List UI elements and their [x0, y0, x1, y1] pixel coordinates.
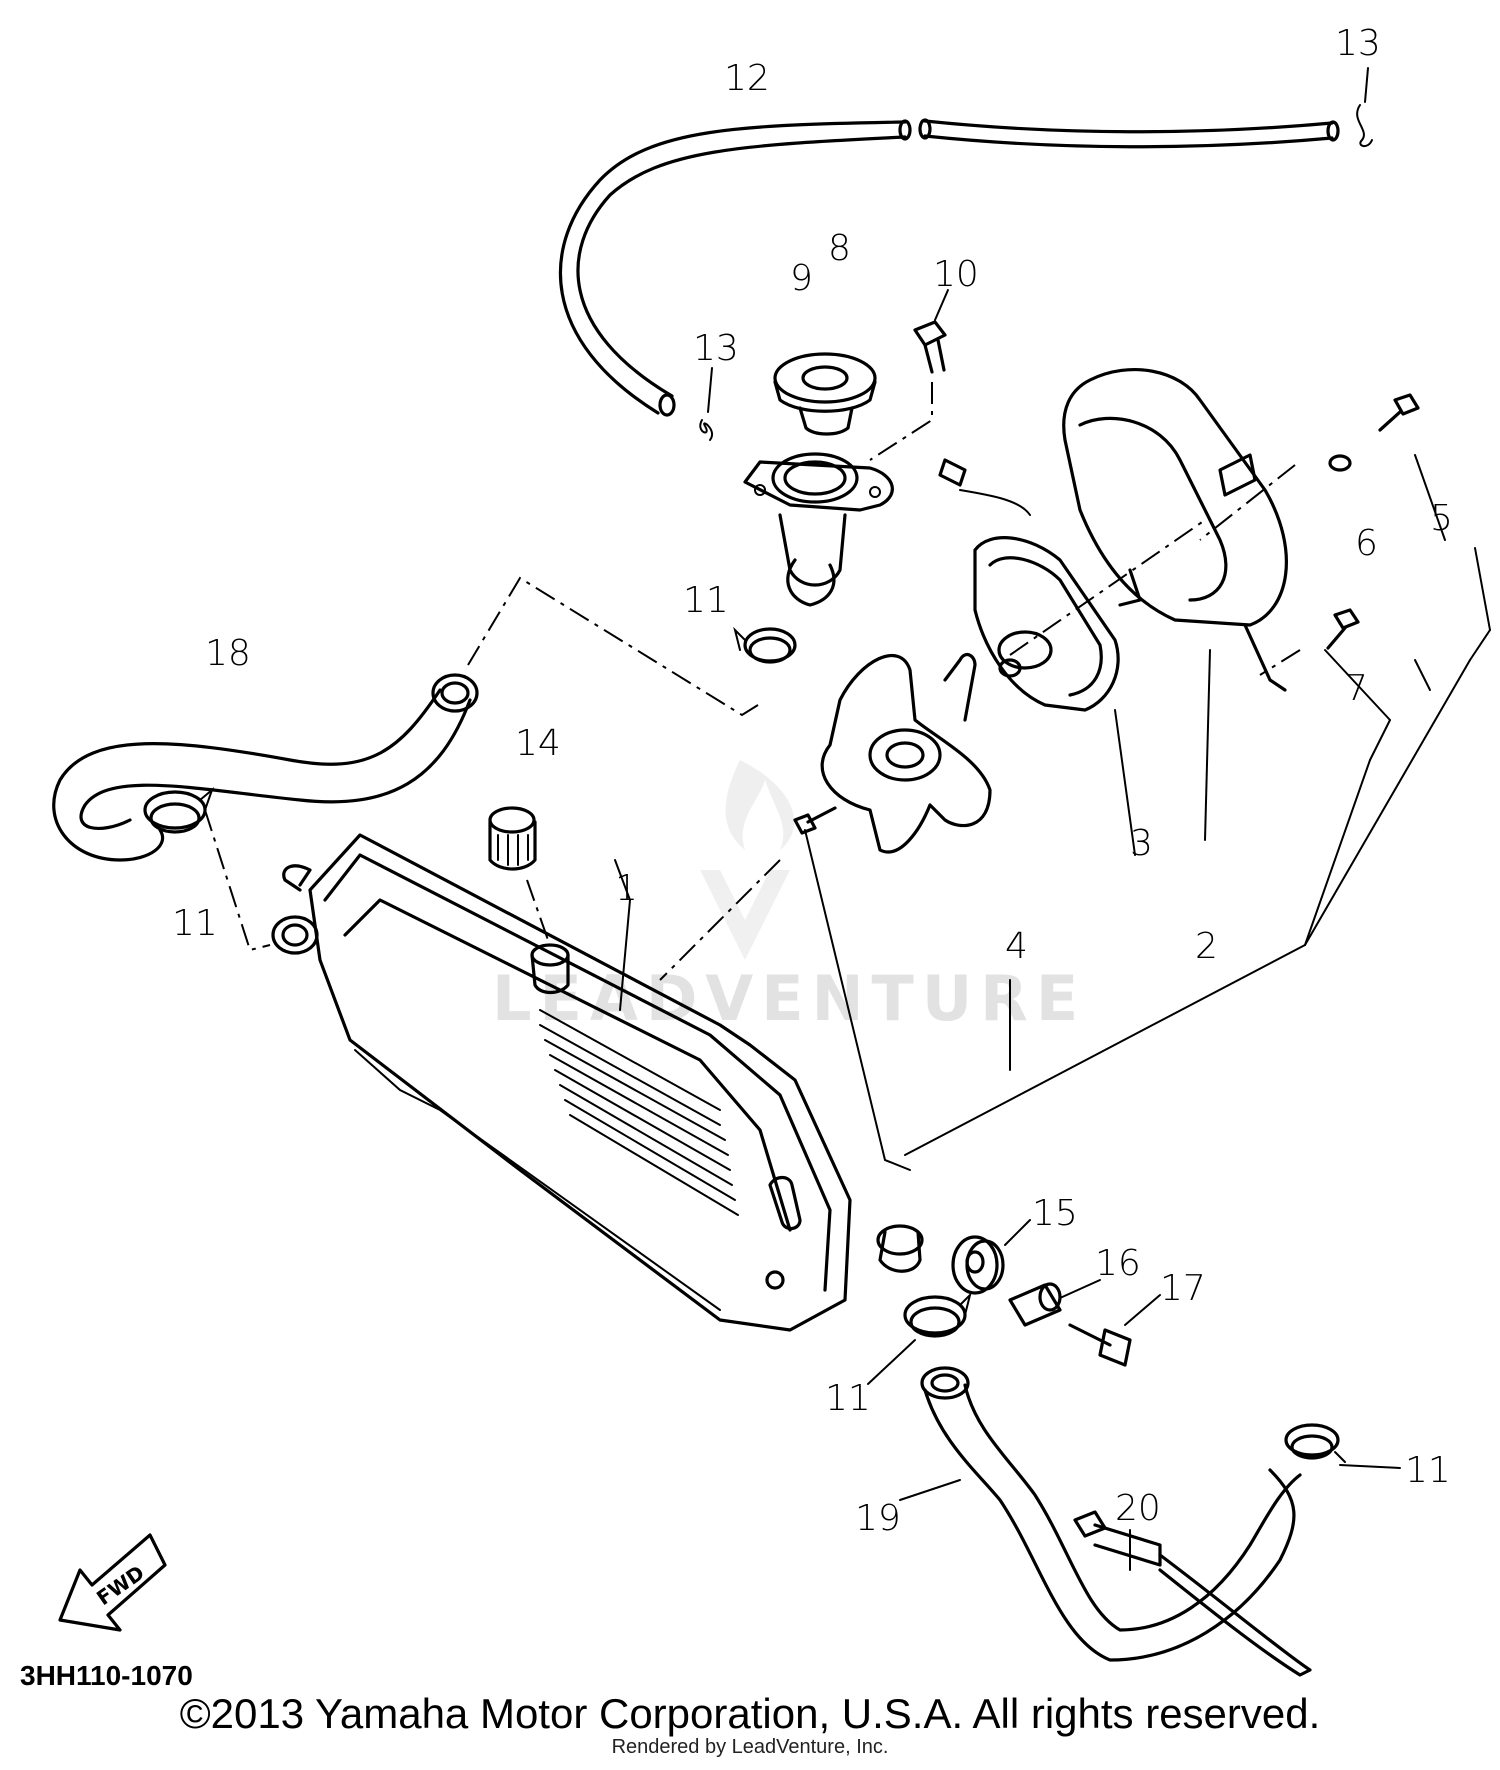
watermark-logo — [700, 760, 795, 960]
rendered-by-credit: Rendered by LeadVenture, Inc. — [611, 1736, 889, 1758]
callout-14: 14 — [515, 723, 561, 764]
part-10-bolt — [913, 289, 949, 374]
callout-7: 7 — [1345, 668, 1368, 709]
copyright-notice: ©2013 Yamaha Motor Corporation, U.S.A. A… — [179, 1690, 1321, 1737]
callout-15: 15 — [1032, 1193, 1078, 1234]
dash-left-clamp — [204, 809, 271, 952]
part-15-grommet — [951, 1235, 1005, 1295]
dash-shroud — [1199, 464, 1296, 541]
dash-upper-hose — [467, 576, 759, 717]
radiator-fins — [539, 1009, 739, 1216]
callout-13-left: 13 — [693, 328, 739, 369]
part-7-bolt — [1326, 608, 1360, 650]
callout-9: 9 — [790, 258, 813, 299]
part-11-clamp-lower — [903, 1291, 972, 1338]
part-fan-screw — [793, 806, 837, 835]
callout-12: 12 — [724, 58, 770, 99]
part-16-collar — [1008, 1282, 1062, 1327]
callout-11-upper: 11 — [683, 580, 729, 621]
callout-20: 20 — [1115, 1488, 1161, 1529]
fwd-arrow-icon: FWD — [58, 1533, 167, 1632]
part-13-clip-left — [699, 367, 713, 441]
callout-5: 5 — [1430, 498, 1453, 539]
part-18-upper-hose — [52, 673, 479, 862]
part-12-hose — [559, 118, 1340, 417]
part-19-lower-hose — [920, 1366, 1302, 1662]
part-2-fan-shroud — [1062, 368, 1288, 692]
part-4-fan-blade — [820, 652, 992, 854]
part-6-washer — [1328, 454, 1352, 472]
leader-1 — [614, 859, 632, 1011]
callout-6: 6 — [1355, 523, 1378, 564]
callout-3: 3 — [1130, 823, 1153, 864]
part-8-filler-neck — [743, 452, 894, 607]
callout-17: 17 — [1160, 1268, 1206, 1309]
leader-lines-15-17 — [867, 1219, 1401, 1571]
callout-11-lower: 11 — [825, 1378, 871, 1419]
callout-11-right: 11 — [1405, 1450, 1451, 1491]
callout-1: 1 — [615, 868, 638, 909]
part-3-fan-motor — [938, 458, 1120, 712]
part-17-bolt — [1068, 1323, 1132, 1367]
callout-4: 4 — [1005, 926, 1028, 967]
part-14-grommet — [488, 806, 570, 995]
callout-2: 2 — [1195, 926, 1218, 967]
part-5-screw — [1378, 393, 1420, 432]
part-11-clamp-upper — [733, 626, 797, 664]
leader-lines-fan-assembly — [804, 454, 1491, 1171]
dash-grommet — [526, 879, 549, 941]
callout-8: 8 — [828, 228, 851, 269]
dash-radiator — [659, 859, 781, 981]
leader-10 — [869, 382, 933, 461]
part-1-radiator — [271, 833, 924, 1332]
part-9-radiator-cap — [773, 352, 877, 436]
callout-13-top: 13 — [1335, 23, 1381, 64]
dash-bolt — [1259, 649, 1301, 676]
callout-16: 16 — [1095, 1243, 1141, 1284]
part-11-clamp-right — [1284, 1423, 1346, 1463]
callout-18: 18 — [205, 633, 251, 674]
watermark-text: LEADVENTURE — [492, 962, 1086, 1035]
figure-code: 3HH110-1070 — [20, 1660, 193, 1691]
part-13-clip-top — [1356, 67, 1373, 147]
part-11-clamp-left — [143, 786, 215, 834]
callout-10: 10 — [933, 254, 979, 295]
part-20-cable-tie — [1073, 1510, 1312, 1677]
callout-11-left: 11 — [172, 903, 218, 944]
callout-19: 19 — [855, 1498, 901, 1539]
